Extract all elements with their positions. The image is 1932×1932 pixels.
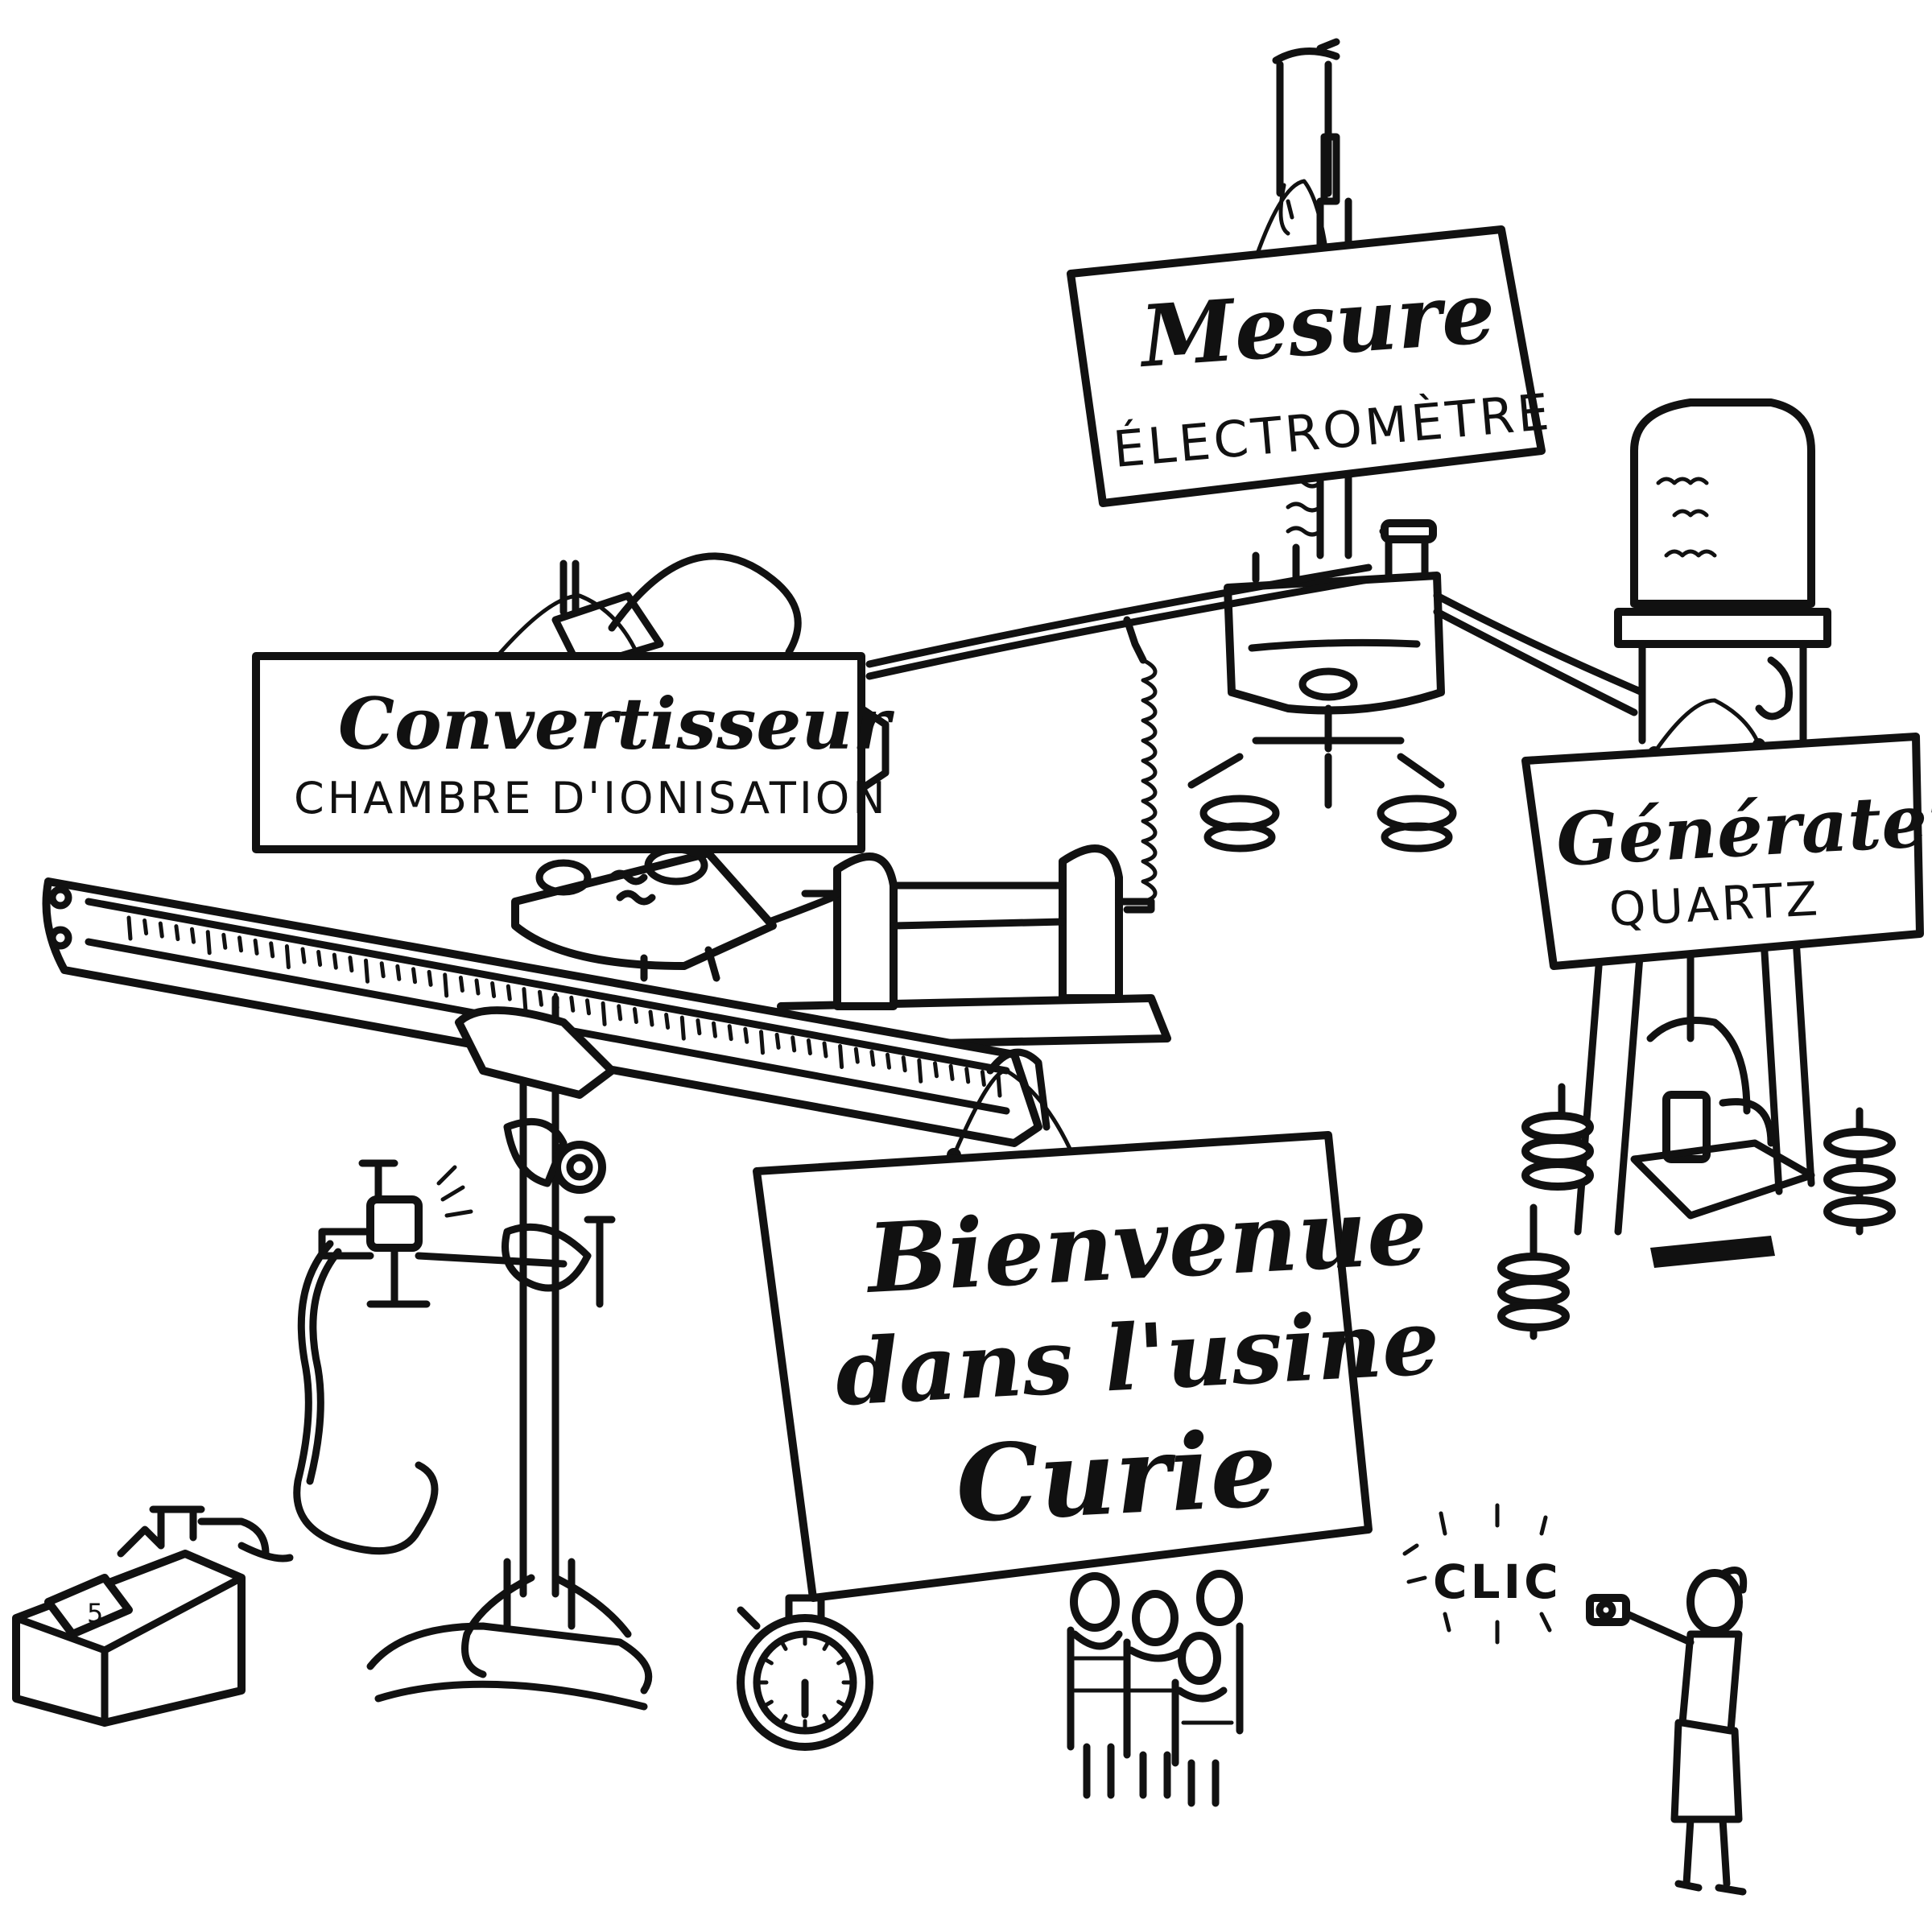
clic-sound-effect: CLIC bbox=[1433, 1554, 1562, 1609]
sign-mesure-title: Mesure bbox=[1135, 262, 1498, 387]
ionisation-chamber-machine bbox=[511, 552, 890, 982]
insulator-right bbox=[1823, 1107, 1896, 1236]
sign-generateur-quartz: Générateur QUARTZ bbox=[1521, 698, 1932, 970]
sign-convertisseur-chambre: Convertisseur CHAMBRE D'IONISATION bbox=[252, 593, 894, 853]
quartz-generator-apparatus bbox=[1497, 398, 1896, 1340]
retort-stand bbox=[366, 994, 653, 1711]
ruler-beam bbox=[42, 877, 1051, 1147]
sign-convertisseur-title: Convertisseur bbox=[338, 682, 894, 766]
insulator-bottom-left bbox=[1497, 1203, 1570, 1340]
stopwatch-icon bbox=[737, 1594, 873, 1751]
gas-tap bbox=[237, 1159, 473, 1563]
sign-mesure-electrometre: Mesure ÉLECTROMÈTRE bbox=[1067, 179, 1554, 507]
sign-bienvenue-line3: Curie bbox=[953, 1406, 1280, 1546]
battery-label: 5 bbox=[87, 1598, 106, 1629]
sign-convertisseur-subtitle: CHAMBRE D'IONISATION bbox=[294, 773, 889, 824]
insulator-left bbox=[1521, 1083, 1594, 1191]
battery-box: 5 bbox=[12, 1505, 270, 1727]
sign-generateur-subtitle: QUARTZ bbox=[1608, 871, 1822, 937]
coiled-wire bbox=[1123, 616, 1158, 914]
sign-bienvenue: Bienvenue dans l'usine Curie bbox=[753, 1068, 1442, 1602]
photographer-woman bbox=[1586, 1567, 1748, 1896]
clic-burst bbox=[1402, 1503, 1552, 1645]
coil-condenser bbox=[777, 844, 1171, 1051]
